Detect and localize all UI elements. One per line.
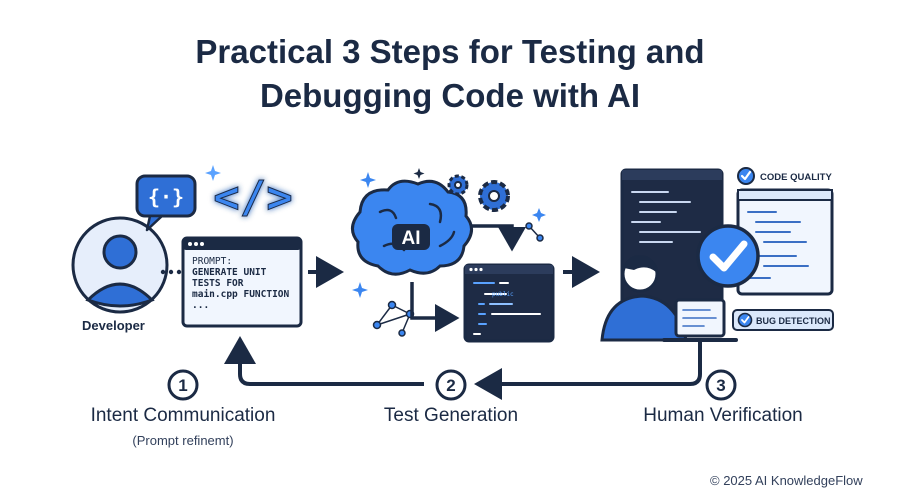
gear-icon	[447, 174, 469, 196]
prompt-line-1: PROMPT:	[192, 256, 233, 267]
prompt-line-4: main.cpp FUNCTION	[192, 289, 290, 300]
code-tags-symbol: </>	[213, 172, 292, 223]
step-1-subtitle: (Prompt refinemt)	[132, 433, 234, 448]
step-2-title: Test Generation	[383, 405, 519, 426]
code-window-front	[736, 188, 834, 296]
brain-icon: AI	[351, 179, 473, 276]
step-2-number-badge: 2	[435, 369, 467, 401]
step-3-title: Human Verification	[643, 405, 803, 426]
generated-code-window: public	[463, 263, 555, 343]
sparkle-icons	[352, 168, 546, 298]
person-laptop-icon	[600, 255, 738, 342]
step-3-number: 3	[716, 376, 725, 395]
prompt-text: PROMPT: GENERATE UNIT TESTS FOR main.cpp…	[192, 256, 289, 311]
braces-symbol: {·}	[148, 185, 184, 209]
prompt-line-2: GENERATE UNIT	[192, 267, 267, 278]
big-check-circle-icon	[696, 224, 760, 288]
title-line-2: Debugging Code with AI	[259, 77, 641, 114]
code-keyword: public	[492, 291, 514, 298]
prompt-window	[181, 236, 303, 328]
step-2-number: 2	[446, 376, 455, 395]
step-1-number-badge: 1	[167, 369, 199, 401]
step-1-title: Intent Communication	[90, 405, 276, 426]
ai-label: AI	[402, 228, 421, 249]
developer-avatar-icon	[71, 216, 169, 314]
gear-icon-large	[478, 180, 510, 212]
bug-detection-badge: BUG DETECTION	[732, 309, 834, 331]
code-quality-label: CODE QUALITY	[760, 172, 832, 183]
step-1-number: 1	[178, 376, 187, 395]
code-quality-badge: CODE QUALITY	[737, 167, 832, 185]
copyright-text: © 2025 AI KnowledgeFlow	[710, 473, 863, 488]
arrow-brain-to-tests	[410, 282, 460, 332]
braces-bubble-icon: {·}	[135, 174, 197, 232]
arrow-brain-to-code	[470, 224, 526, 252]
prompt-line-3: TESTS FOR	[192, 278, 244, 289]
page-title: Practical 3 Steps for Testing and Debugg…	[0, 30, 900, 118]
developer-label: Developer	[82, 318, 145, 333]
step-3-number-badge: 3	[705, 369, 737, 401]
sparkle-icon	[205, 165, 221, 181]
prompt-line-5: ...	[192, 300, 210, 311]
bug-detection-label: BUG DETECTION	[756, 316, 831, 326]
code-tags-icon: </>	[213, 172, 293, 224]
network-icon	[372, 222, 544, 337]
title-line-1: Practical 3 Steps for Testing and	[195, 33, 705, 70]
loop-arrow-verification-to-generation	[474, 342, 702, 400]
loop-arrow-generation-to-intent	[224, 336, 424, 386]
dots-icon	[160, 269, 182, 275]
